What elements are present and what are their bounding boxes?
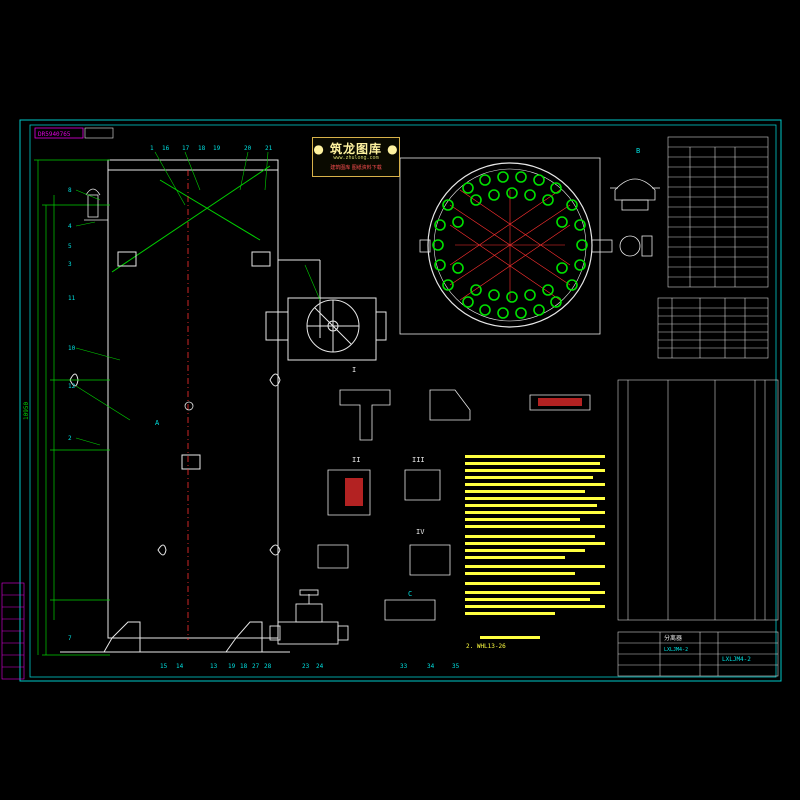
leader-top-16: 16 bbox=[162, 145, 170, 152]
section-mark-c: C bbox=[408, 590, 412, 598]
leader-top-18: 18 bbox=[198, 145, 206, 152]
leader-left-12: 12 bbox=[68, 383, 76, 390]
leader-left-5: 5 bbox=[68, 243, 72, 250]
leader-left-10: 10 bbox=[68, 345, 76, 352]
leader-bottom-33: 33 bbox=[400, 663, 408, 670]
top-left-label: DR5940765 bbox=[38, 131, 71, 138]
leader-top-1: 1 bbox=[150, 145, 154, 152]
top-left-label-box bbox=[34, 127, 84, 139]
inner-border bbox=[29, 124, 777, 678]
leader-left-2: 2 bbox=[68, 435, 72, 442]
section-mark-i: I bbox=[352, 366, 356, 374]
title-block-name: 分离器 bbox=[664, 634, 682, 642]
title-block bbox=[617, 631, 779, 677]
watermark-stamp: ● 筑龙图库 ● www.zhulong.com 建筑图库 图纸资料下载 bbox=[312, 137, 400, 177]
leader-top-21: 21 bbox=[265, 145, 273, 152]
leader-top-17: 17 bbox=[182, 145, 190, 152]
overall-height-dim: 10950 bbox=[23, 402, 30, 420]
leader-left-11: 11 bbox=[68, 295, 76, 302]
top-left-small-box bbox=[84, 127, 114, 139]
stamp-title: ● 筑龙图库 ● bbox=[313, 142, 399, 156]
section-mark-ii: II bbox=[352, 456, 360, 464]
title-block-drawing-no: LXLJM4-2 bbox=[722, 656, 751, 663]
section-mark-b: B bbox=[636, 147, 640, 155]
top-nozzle bbox=[84, 188, 108, 221]
detail-sections bbox=[317, 389, 591, 621]
leader-bottom-24: 24 bbox=[316, 663, 324, 670]
level-gauge bbox=[184, 401, 194, 411]
leader-left-3: 3 bbox=[68, 261, 72, 268]
note-2: 2. WHL13-26 bbox=[466, 643, 506, 650]
gate-valve-icon bbox=[269, 589, 349, 645]
leader-top-19: 19 bbox=[213, 145, 221, 152]
stamp-url: www.zhulong.com bbox=[333, 155, 379, 161]
leader-bottom-14: 14 bbox=[176, 663, 184, 670]
section-mark-a: A bbox=[155, 419, 160, 427]
left-dimensions bbox=[34, 159, 110, 656]
leader-bottom-15: 15 bbox=[160, 663, 168, 670]
leader-bottom-13: 13 bbox=[210, 663, 218, 670]
stamp-subtitle: 建筑图库 图纸资料下载 bbox=[330, 165, 382, 171]
manhole-cover-icon bbox=[610, 178, 660, 211]
leader-bottom-28: 28 bbox=[264, 663, 272, 670]
parts-list-table bbox=[617, 379, 779, 621]
tube-sheet-icon bbox=[399, 157, 653, 335]
leader-lines bbox=[75, 151, 321, 446]
section-mark-iv: IV bbox=[416, 528, 425, 536]
leader-top-20: 20 bbox=[244, 145, 252, 152]
title-block-subname: LXLJM4-2 bbox=[664, 647, 688, 653]
leader-left-4: 4 bbox=[68, 223, 72, 230]
leader-left-8: 8 bbox=[68, 187, 72, 194]
leader-left-7: 7 bbox=[68, 635, 72, 642]
leader-bottom-23: 23 bbox=[302, 663, 310, 670]
revision-table bbox=[1, 582, 25, 680]
section-mark-iii: III bbox=[412, 456, 425, 464]
handwheel-valve-icon bbox=[265, 297, 387, 361]
technical-data-table bbox=[667, 136, 769, 288]
leader-bottom-34: 34 bbox=[427, 663, 435, 670]
drawing-border bbox=[19, 119, 782, 682]
vessel-elevation bbox=[60, 159, 321, 653]
leader-bottom-18: 18 bbox=[240, 663, 248, 670]
nozzle-table bbox=[657, 297, 769, 359]
leader-bottom-19: 19 bbox=[228, 663, 236, 670]
leader-bottom-27: 27 bbox=[252, 663, 260, 670]
technical-notes bbox=[465, 455, 605, 639]
leader-bottom-35: 35 bbox=[452, 663, 460, 670]
weld-hatch bbox=[345, 398, 582, 506]
